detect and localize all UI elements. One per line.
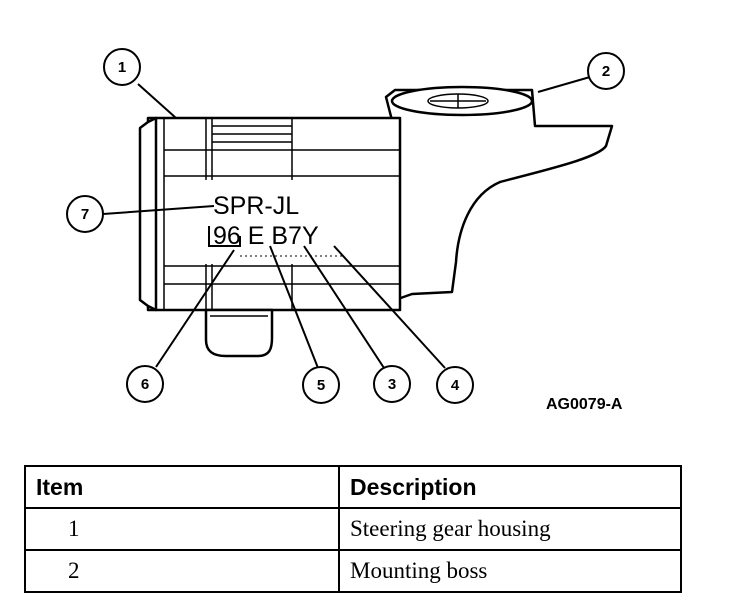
callout-5: 5 — [302, 366, 340, 404]
callout-circle — [302, 366, 340, 404]
figure-code: AG0079-A — [546, 396, 623, 413]
stamp-line-1: SPR-JL — [213, 192, 299, 220]
callout-circle — [436, 366, 474, 404]
legend-table: Item Description 1 Steering gear housing… — [24, 465, 682, 593]
row-description: Mounting boss — [338, 549, 682, 593]
legend-header-row: Item Description — [24, 465, 682, 509]
callout-1: 1 — [103, 48, 141, 86]
row-item: 2 — [24, 549, 340, 593]
table-row: 2 Mounting boss — [24, 549, 682, 593]
leader-lines — [102, 76, 591, 369]
callout-circle — [126, 365, 164, 403]
callout-circle — [373, 365, 411, 403]
table-row: 1 Steering gear housing — [24, 507, 682, 551]
callout-number: 7 — [81, 206, 89, 223]
callout-circle — [103, 48, 141, 86]
mounting-boss — [384, 88, 614, 302]
row-item: 1 — [24, 507, 340, 551]
callout-circle — [587, 52, 625, 90]
callout-2: 2 — [587, 52, 625, 90]
callout-number: 5 — [317, 377, 325, 394]
header-item: Item — [24, 465, 340, 509]
callout-number: 4 — [451, 377, 460, 394]
callout-3: 3 — [373, 365, 411, 403]
callout-4: 4 — [436, 366, 474, 404]
housing-end-cap — [138, 116, 158, 312]
housing-lower-tab — [204, 308, 274, 358]
callout-number: 2 — [602, 63, 610, 80]
callout-group: 1 2 7 6 5 3 4 — [66, 48, 625, 404]
header-description: Description — [338, 465, 682, 509]
callout-6: 6 — [126, 365, 164, 403]
callout-number: 1 — [118, 59, 126, 76]
row-description: Steering gear housing — [338, 507, 682, 551]
callout-number: 6 — [141, 376, 149, 393]
callout-7: 7 — [66, 195, 104, 233]
year-code-bracket — [208, 226, 241, 247]
callout-circle — [66, 195, 104, 233]
callout-number: 3 — [388, 376, 396, 393]
